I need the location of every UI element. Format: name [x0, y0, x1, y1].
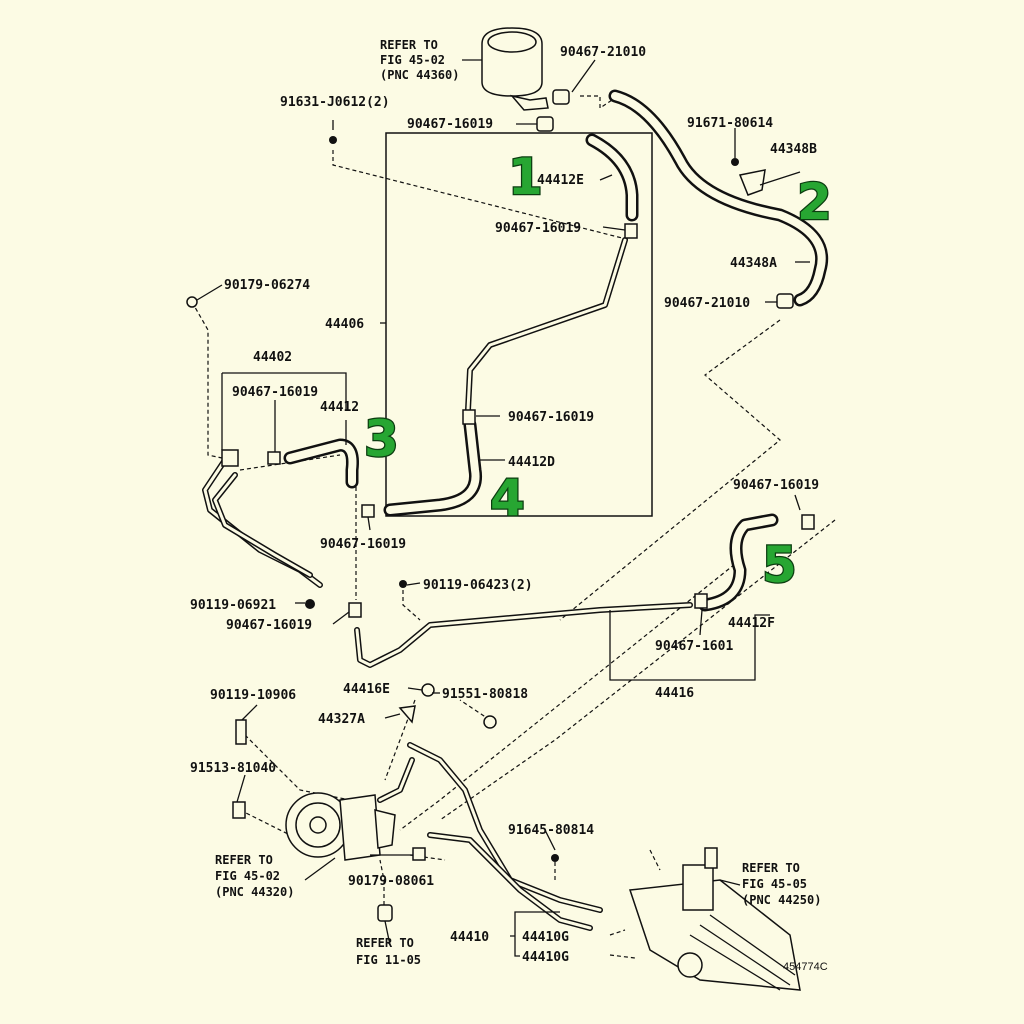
- refer-pump-fig-label: FIG 45-02: [215, 869, 280, 883]
- callout-3: 3: [364, 410, 399, 468]
- part-label-91645: 91645-80814: [508, 823, 594, 838]
- refer-fig11-fig-label: FIG 11-05: [356, 953, 421, 967]
- pipe-44410: [377, 742, 603, 931]
- part-label-90119-10906: 90119-10906: [210, 688, 296, 703]
- callout-1: 1: [508, 148, 543, 206]
- part-label-90119-06423: 90119-06423(2): [423, 578, 533, 593]
- part-label-44412e: 44412E: [537, 173, 584, 188]
- part-label-44412d: 44412D: [508, 455, 555, 470]
- part-label-90467-16019-leftlow: 90467-16019: [226, 618, 312, 633]
- part-label-90467-16019-right: 90467-16019: [733, 478, 819, 493]
- part-labels: REFER TO FIG 45-02 (PNC 44360) 91631-J06…: [190, 38, 828, 973]
- part-label-44402: 44402: [253, 350, 292, 365]
- clamps: [186, 136, 815, 922]
- pump: [285, 792, 396, 861]
- dashed-leaders: [191, 95, 836, 959]
- part-label-44327a: 44327A: [318, 712, 365, 727]
- part-label-91671: 91671-80614: [687, 116, 773, 131]
- part-label-44412f: 44412F: [728, 616, 775, 631]
- part-label-90467-16019-box-b: 90467-16019: [508, 410, 594, 425]
- part-label-44412: 44412: [320, 400, 359, 415]
- refer-pump-label: REFER TO: [215, 853, 273, 867]
- part-label-44410g-a: 44410G: [522, 930, 569, 945]
- callout-5: 5: [762, 536, 797, 594]
- part-label-90467-21010-top: 90467-21010: [560, 45, 646, 60]
- refer-reservoir-label: REFER TO: [380, 38, 438, 52]
- part-label-90179-08061: 90179-08061: [348, 874, 434, 889]
- part-label-90467-21010-mid: 90467-21010: [664, 296, 750, 311]
- part-label-90467-16019-lower: 90467-16019: [320, 537, 406, 552]
- callout-4: 4: [490, 469, 525, 527]
- diagram-id-label: 454774C: [783, 961, 828, 973]
- refer-gear-pnc-label: (PNC 44250): [742, 893, 821, 907]
- part-label-44410g-b: 44410G: [522, 950, 569, 965]
- refer-reservoir-pnc-label: (PNC 44360): [380, 68, 459, 82]
- part-label-44348a: 44348A: [730, 256, 777, 271]
- refer-gear-fig-label: FIG 45-05: [742, 877, 807, 891]
- group-box-44406: [385, 132, 653, 517]
- leader-lines: [196, 59, 810, 957]
- pipe-44416: [354, 602, 693, 668]
- reservoir: [481, 27, 570, 132]
- hose-44412F: [698, 513, 779, 612]
- part-label-90467-16019-left: 90467-16019: [232, 385, 318, 400]
- hose-44348A: [608, 89, 829, 307]
- hose-44412: [283, 438, 359, 489]
- part-label-91551: 91551-80818: [442, 687, 528, 702]
- refer-fig11-label: REFER TO: [356, 936, 414, 950]
- part-label-44416: 44416: [655, 686, 694, 701]
- part-label-44416e: 44416E: [343, 682, 390, 697]
- pipe-44402: [202, 457, 323, 588]
- callout-numbers: 1 2 3 4 5: [363, 147, 833, 596]
- part-label-44410: 44410: [450, 930, 489, 945]
- part-label-44348b: 44348B: [770, 142, 817, 157]
- refer-pump-pnc-label: (PNC 44320): [215, 885, 294, 899]
- part-label-91513: 91513-81040: [190, 761, 276, 776]
- callout-2: 2: [797, 173, 832, 231]
- part-label-90467-16019-top: 90467-16019: [407, 117, 493, 132]
- hose-44412D: [383, 418, 483, 517]
- pipe-44406: [465, 237, 628, 413]
- part-label-90119-06921: 90119-06921: [190, 598, 276, 613]
- refer-gear-label: REFER TO: [742, 861, 800, 875]
- part-label-90467-16019-box-a: 90467-16019: [495, 221, 581, 236]
- part-label-44406: 44406: [325, 317, 364, 332]
- steering-gear: [628, 847, 801, 991]
- part-label-90467-1601: 90467-1601: [655, 639, 733, 654]
- refer-reservoir-fig-label: FIG 45-02: [380, 53, 445, 67]
- part-label-90179-06274: 90179-06274: [224, 278, 310, 293]
- part-label-91631: 91631-J0612(2): [280, 95, 390, 110]
- hose-44412E: [585, 133, 639, 222]
